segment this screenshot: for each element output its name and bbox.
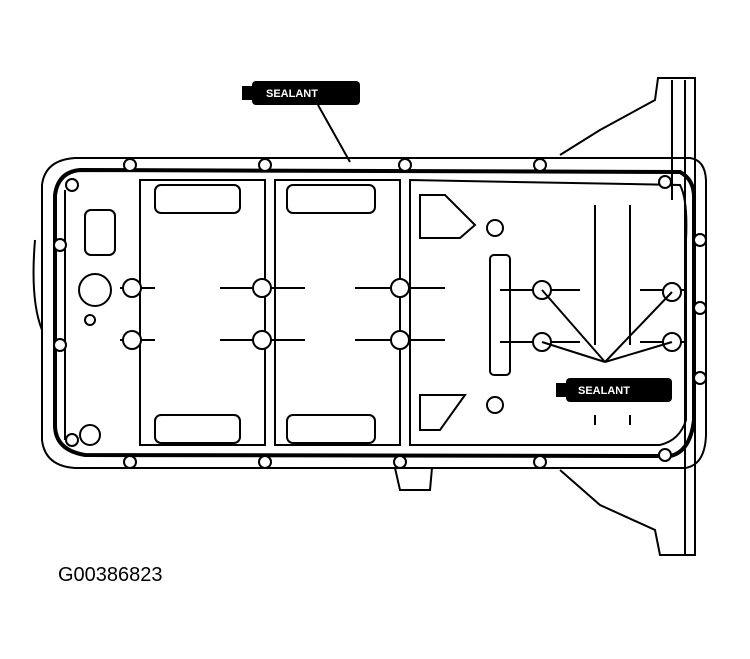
sealant-tube-right: SEALANT <box>541 289 673 402</box>
sealant-tube-top: SEALANT <box>242 81 360 163</box>
sealant-label-right: SEALANT <box>578 385 630 397</box>
block-flange <box>559 77 696 556</box>
pan-chambers <box>78 178 688 446</box>
pan-outline <box>32 157 707 491</box>
figure-id: G00386823 <box>58 564 163 586</box>
sealant-label-top: SEALANT <box>266 88 318 100</box>
bolts <box>53 158 707 469</box>
